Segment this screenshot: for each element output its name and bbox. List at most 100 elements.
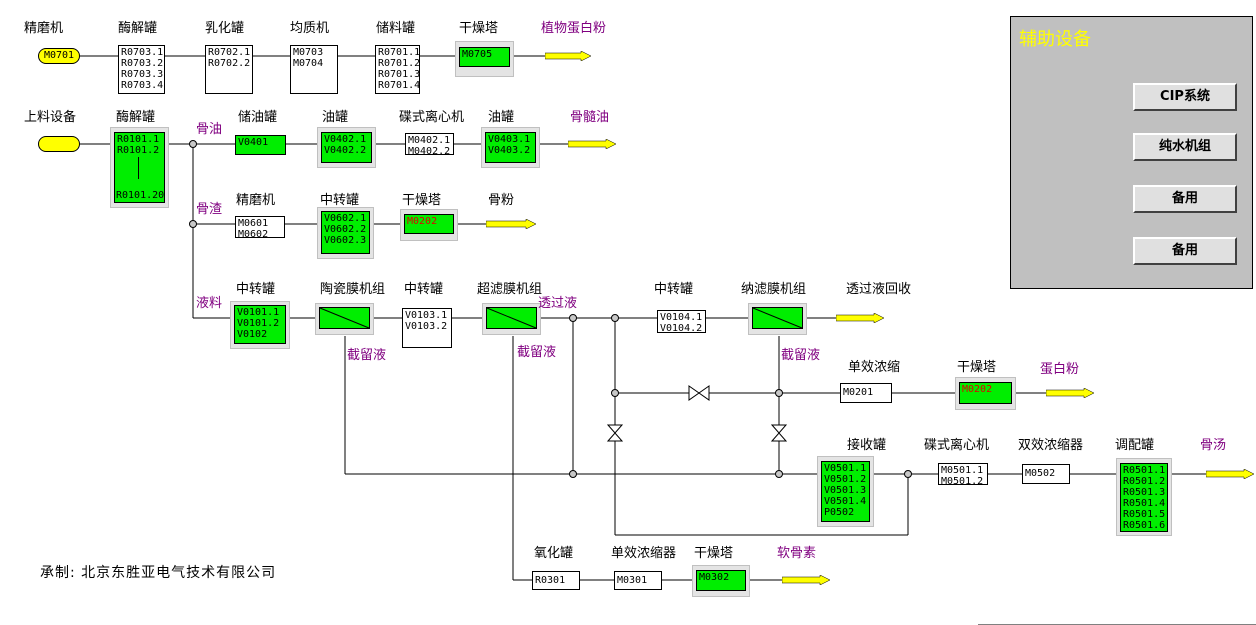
oil-storage-V0401[interactable]: V0401: [235, 135, 286, 155]
arrow-icon: [1046, 388, 1095, 398]
stream-bone-residue: 骨渣: [196, 202, 223, 217]
enzyme-tank-ids[interactable]: R0703.1 R0703.2 R0703.3 R0703.4: [118, 45, 165, 94]
refiner-label: 精磨机: [24, 21, 64, 36]
transfer-tank2-label: 中转罐: [236, 282, 276, 297]
dryer-M0705[interactable]: M0705: [459, 47, 510, 67]
storage-tank-label: 储料罐: [376, 21, 416, 36]
spare-button-2[interactable]: 备用: [1133, 237, 1237, 265]
transfer-tank3-label: 中转罐: [404, 282, 444, 297]
enzyme-tank-label: 酶解罐: [118, 21, 158, 36]
enzyme-tank2-label: 酶解罐: [116, 110, 156, 125]
arrow-icon: [545, 51, 592, 61]
single-evap2-label: 单效浓缩器: [611, 546, 677, 561]
ceramic-membrane-label: 陶瓷膜机组: [320, 282, 386, 297]
oil-tank2-ids[interactable]: V0403.1 V0403.2: [485, 132, 536, 163]
double-evap-label: 双效浓缩器: [1018, 438, 1084, 453]
dryer-label: 干燥塔: [459, 21, 499, 36]
enzyme-tank2-R0101[interactable]: R0101.1 R0101.2 R0101.20: [114, 132, 165, 203]
dryer4-label: 干燥塔: [694, 546, 734, 561]
enzyme-tank2-last: R0101.20: [116, 190, 165, 201]
dryer4-M0302[interactable]: M0302: [696, 570, 746, 591]
permeate-recovery-label: 透过液回收: [846, 282, 912, 297]
transfer-tank-label: 中转罐: [320, 193, 360, 208]
product-bone-powder: 骨粉: [488, 193, 515, 208]
spare-button-1[interactable]: 备用: [1133, 185, 1237, 213]
oil-tank-ids[interactable]: V0402.1 V0402.2: [321, 132, 372, 163]
single-evap2-M0301[interactable]: M0301: [614, 571, 662, 590]
stream-retentate-2: 截留液: [517, 345, 557, 360]
junction: [189, 140, 197, 148]
receive-tank-ids[interactable]: V0501.1 V0501.2 V0501.3 V0501.4 P0502: [821, 461, 870, 522]
arrow-icon: [486, 219, 537, 229]
credit-text: 承制: 北京东胜亚电气技术有限公司: [40, 565, 277, 581]
refiner2-ids[interactable]: M0601 M0602: [235, 216, 285, 238]
storage-tank-ids[interactable]: R0701.1 R0701.2 R0701.3 R0701.4: [375, 45, 420, 94]
stream-retentate-1: 截留液: [347, 348, 387, 363]
dryer2-M0202[interactable]: M0202: [404, 214, 454, 234]
oil-tank2-label: 油罐: [488, 110, 515, 125]
junction: [775, 470, 783, 478]
product-protein-powder: 蛋白粉: [1040, 362, 1080, 377]
uf-membrane-label: 超滤膜机组: [477, 282, 543, 297]
aux-panel-title: 辅助设备: [1019, 29, 1091, 50]
transfer-tank4-label: 中转罐: [654, 282, 694, 297]
oxidation-tank-label: 氧化罐: [534, 546, 574, 561]
junction: [611, 389, 619, 397]
arrow-icon: [782, 575, 831, 585]
double-evap-M0502[interactable]: M0502: [1022, 464, 1070, 484]
junction: [569, 314, 577, 322]
transfer-tank3-ids[interactable]: V0103.1 V0103.2: [402, 308, 452, 348]
valve-icon: [688, 385, 710, 401]
nf-membrane-unit[interactable]: [752, 307, 803, 329]
dryer2-label: 干燥塔: [402, 193, 442, 208]
refiner-pump-M0701[interactable]: M0701: [38, 48, 80, 64]
aux-equipment-panel: 辅助设备 CIP系统 纯水机组 备用 备用: [1010, 16, 1253, 289]
product-bone-marrow-oil: 骨髓油: [570, 110, 610, 125]
stream-liquid: 液料: [196, 296, 223, 311]
disc-centrifuge-ids[interactable]: M0402.1 M0402.2: [405, 133, 454, 155]
dryer3-label: 干燥塔: [957, 360, 997, 375]
transfer-tank2-ids[interactable]: V0101.1 V0101.2 V0102: [234, 305, 286, 344]
feed-equipment-label: 上料设备: [24, 110, 77, 125]
ceramic-membrane-unit[interactable]: [319, 307, 370, 329]
junction: [569, 470, 577, 478]
disc-centrifuge2-label: 碟式离心机: [924, 438, 990, 453]
junction: [904, 470, 912, 478]
junction: [775, 389, 783, 397]
uf-membrane-unit[interactable]: [486, 307, 537, 329]
disc-centrifuge2-ids[interactable]: M0501.1 M0501.2: [938, 463, 988, 485]
receive-tank-label: 接收罐: [847, 438, 887, 453]
refiner2-label: 精磨机: [236, 193, 276, 208]
product-chondroitin: 软骨素: [777, 546, 817, 561]
arrow-icon: [1206, 469, 1255, 479]
junction: [189, 220, 197, 228]
divider: [138, 157, 139, 179]
arrow-icon: [836, 313, 885, 323]
single-evap-label: 单效浓缩: [848, 360, 901, 375]
homogenizer-ids[interactable]: M0703 M0704: [290, 45, 338, 94]
emulsify-tank-label: 乳化罐: [205, 21, 245, 36]
valve-icon: [770, 424, 788, 442]
disc-centrifuge-label: 碟式离心机: [399, 110, 465, 125]
oxidation-tank-R0301[interactable]: R0301: [532, 571, 580, 590]
product-plant-protein: 植物蛋白粉: [541, 21, 607, 36]
product-bone-soup: 骨汤: [1200, 438, 1227, 453]
single-evap-M0201[interactable]: M0201: [840, 383, 892, 403]
mix-tank-label: 调配罐: [1115, 438, 1155, 453]
nf-membrane-label: 纳滤膜机组: [741, 282, 807, 297]
transfer-tank4-ids[interactable]: V0104.1 V0104.2: [657, 310, 706, 333]
dryer3-M0202[interactable]: M0202: [959, 382, 1012, 404]
transfer-tank-ids[interactable]: V0602.1 V0602.2 V0602.3: [321, 211, 370, 254]
pure-water-unit-button[interactable]: 纯水机组: [1133, 133, 1237, 161]
mix-tank-ids[interactable]: R0501.1 R0501.2 R0501.3 R0501.4 R0501.5 …: [1120, 463, 1168, 532]
cip-system-button[interactable]: CIP系统: [1133, 83, 1237, 111]
valve-icon: [606, 424, 624, 442]
arrow-icon: [568, 139, 617, 149]
homogenizer-label: 均质机: [290, 21, 330, 36]
stream-permeate: 透过液: [538, 296, 578, 311]
oil-tank-label: 油罐: [322, 110, 349, 125]
junction: [611, 314, 619, 322]
emulsify-tank-ids[interactable]: R0702.1 R0702.2: [205, 45, 253, 94]
feed-equipment[interactable]: [38, 136, 80, 152]
